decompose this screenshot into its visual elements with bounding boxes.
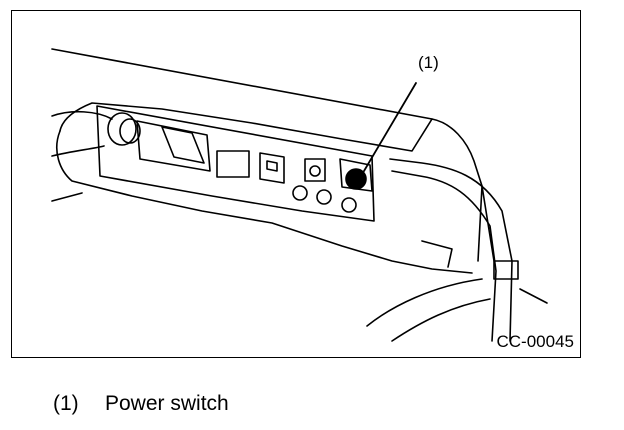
panel-corner [421, 240, 453, 268]
cable-right-c [481, 185, 495, 262]
port-b [259, 152, 285, 184]
left-edge-line [51, 192, 83, 202]
legend: (1) Power switch [53, 392, 229, 416]
port-c [304, 158, 326, 182]
figure-code: CC-00045 [496, 332, 575, 351]
port-a [216, 150, 250, 178]
cable-right-b [391, 170, 497, 342]
cable-right-a [389, 158, 513, 342]
callout-label: (1) [418, 53, 439, 72]
device-top-edge [51, 48, 433, 120]
device-front-edge [56, 130, 473, 274]
port-c-jack [309, 165, 321, 177]
power-switch-housing [339, 158, 373, 192]
legend-label: Power switch [105, 392, 229, 415]
port-b-inner [266, 160, 278, 172]
jack-1 [292, 185, 308, 201]
power-switch-button [345, 168, 367, 190]
lower-curve-1 [366, 278, 483, 327]
cable-clip [493, 260, 519, 280]
plug-end [119, 118, 141, 144]
plug-collar [107, 112, 137, 146]
connector-latch [161, 126, 205, 164]
jack-3 [341, 197, 357, 213]
lower-curve-3 [519, 288, 548, 304]
cable-left-top [51, 110, 113, 120]
diagram-frame: (1) CC-00045 [11, 10, 581, 358]
callout-leader-line [363, 82, 417, 172]
device-illustration [51, 48, 548, 342]
cable-left-bottom [51, 145, 105, 157]
legend-number: (1) [53, 392, 79, 415]
device-side-outline [59, 102, 483, 262]
lower-curve-2 [391, 298, 491, 342]
jack-2 [316, 189, 332, 205]
connector-body [136, 120, 211, 172]
